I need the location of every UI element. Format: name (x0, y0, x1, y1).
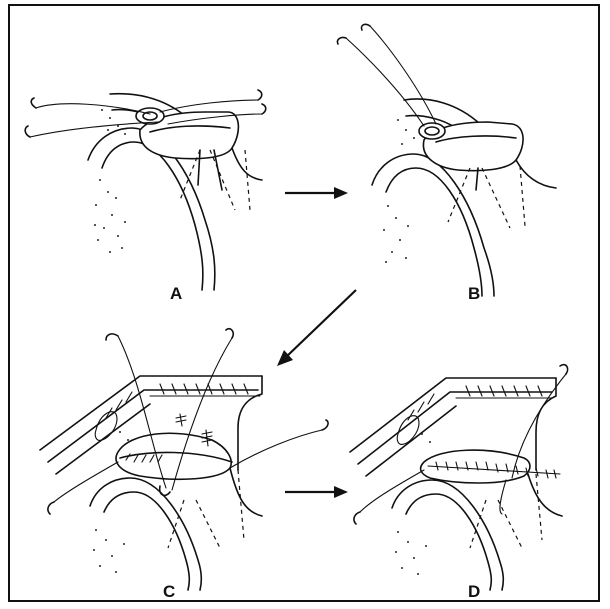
arrow-b-to-c (277, 290, 356, 366)
panel-label-a: A (170, 285, 182, 302)
panel-d-drawing (350, 365, 568, 590)
panel-b-tissue-stipple (383, 119, 415, 263)
panel-c-drawing (40, 329, 328, 590)
panel-label-d: D (468, 583, 480, 600)
arrow-c-to-d (285, 486, 348, 498)
panel-c-suture-line (106, 384, 248, 418)
panel-a-tissue-stipple (94, 109, 126, 253)
panel-a-drawing (25, 90, 266, 290)
panel-label-c: C (163, 583, 175, 600)
panel-b-drawing (337, 24, 556, 296)
panel-label-b: B (468, 285, 480, 302)
arrow-a-to-b (285, 187, 348, 199)
